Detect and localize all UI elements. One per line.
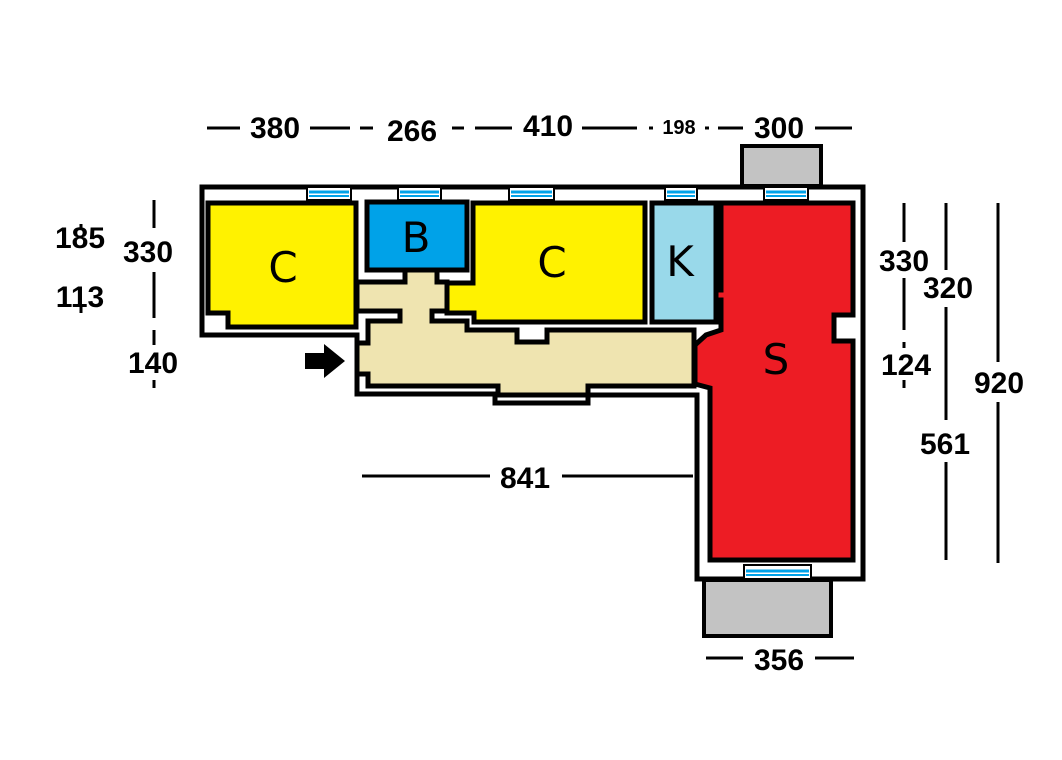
dim-corridor: 841 xyxy=(500,462,550,495)
window-icon xyxy=(397,186,442,201)
window-icon xyxy=(664,186,698,201)
dim-top-3: 410 xyxy=(523,110,573,143)
dim-right-4: 561 xyxy=(920,428,970,461)
window-icon xyxy=(743,564,812,580)
room-bedroom-middle xyxy=(444,200,648,325)
dim-right-5: 920 xyxy=(974,367,1024,400)
room-label-bathroom: B xyxy=(402,213,431,262)
room-label-bedroom-left: C xyxy=(268,243,297,292)
dim-top-5: 300 xyxy=(754,112,804,145)
room-kitchen xyxy=(649,200,719,325)
dimension-lines xyxy=(79,126,1000,660)
balcony-bottom xyxy=(702,578,833,638)
dim-top-2: 266 xyxy=(387,115,437,148)
room-bathroom xyxy=(364,199,470,273)
dim-left-2: 113 xyxy=(56,281,104,314)
window-icon xyxy=(306,186,352,201)
room-label-living: S xyxy=(763,335,790,384)
window-icon xyxy=(508,186,555,201)
balcony-top xyxy=(740,144,823,188)
room-bedroom-left xyxy=(205,200,359,330)
dim-left-1: 185 xyxy=(55,222,105,255)
window-icon xyxy=(763,186,809,201)
dim-right-1: 330 xyxy=(879,245,929,278)
dim-top-4: 198 xyxy=(662,117,695,139)
dim-left-4: 140 xyxy=(128,347,178,380)
dim-left-3: 330 xyxy=(123,236,173,269)
dim-right-3: 320 xyxy=(923,272,973,305)
dim-bottom-balcony: 356 xyxy=(754,644,804,677)
room-living xyxy=(692,200,856,563)
room-label-kitchen: K xyxy=(666,237,695,286)
dim-top-1: 380 xyxy=(250,112,300,145)
room-label-bedroom-middle: C xyxy=(537,238,566,287)
arrow-right-icon xyxy=(305,344,345,378)
windows xyxy=(306,186,812,580)
dim-right-2: 124 xyxy=(881,349,931,382)
